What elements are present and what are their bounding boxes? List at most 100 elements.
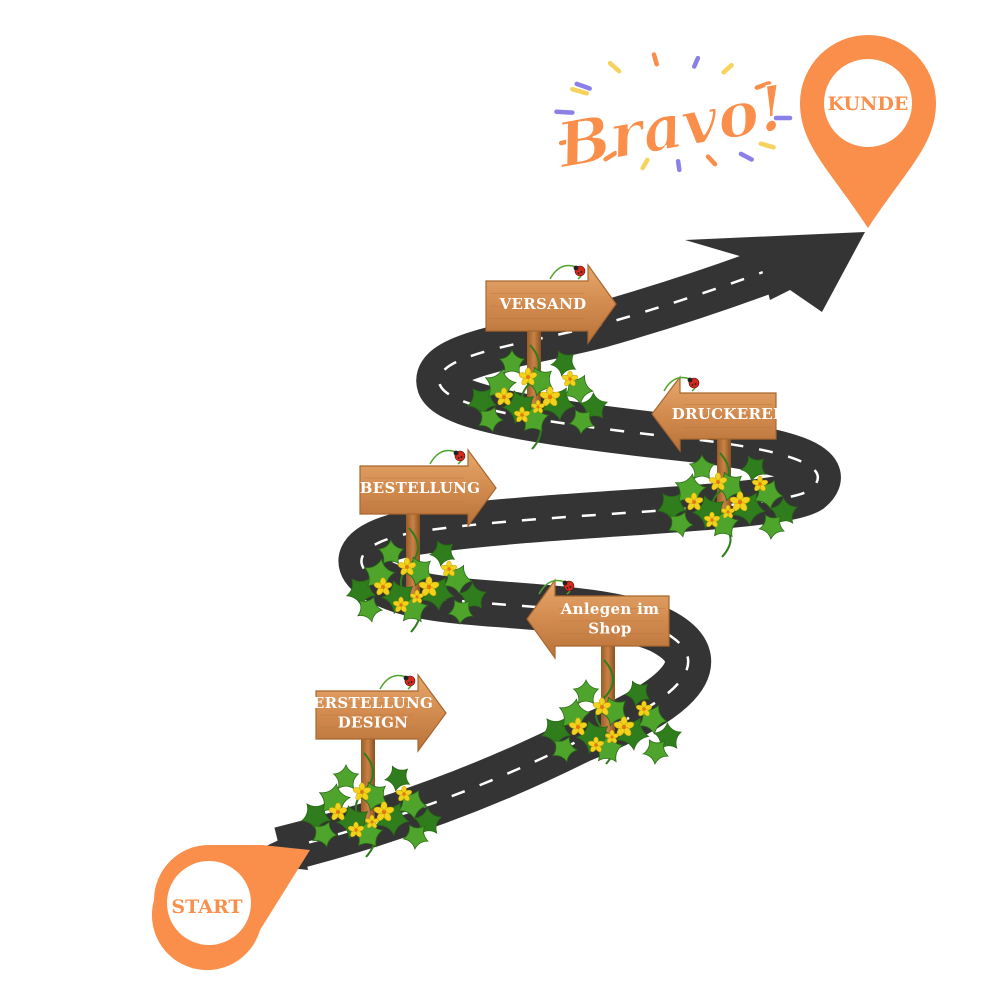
burst-ray (558, 137, 577, 146)
leaf-icon (740, 455, 767, 482)
flower-icon (539, 386, 561, 407)
burst-ray (721, 62, 734, 75)
flower-icon (393, 596, 409, 613)
flower-icon (708, 472, 728, 491)
leaf-icon (353, 817, 384, 848)
flower-icon (352, 782, 372, 801)
signpost-anlegen-im-shop: Anlegen im Shop (526, 578, 683, 766)
road-body (274, 240, 841, 873)
leaf-icon (552, 736, 579, 763)
arrow-sign-right-icon (485, 263, 617, 345)
leaf-icon (519, 402, 550, 433)
foliage-cluster (466, 348, 609, 436)
leaf-icon (642, 739, 669, 766)
leaf-icon (568, 409, 595, 436)
flower-icon (729, 491, 751, 512)
arrow-sign-left-icon (651, 375, 777, 453)
leaf-icon (332, 763, 360, 790)
leaf-icon (758, 514, 785, 541)
burst-ray (554, 109, 575, 115)
sign-label-bestellung-line-1: BESTELLUNG (360, 479, 480, 497)
leaf-icon (668, 511, 695, 538)
leaf-icon (402, 824, 429, 851)
flower-icon (410, 589, 424, 604)
end-pin: KUNDE (800, 35, 936, 228)
leaf-icon (550, 350, 577, 377)
signpost-bestellung: BESTELLUNG (345, 448, 497, 633)
ladybug-icon (403, 675, 416, 687)
ladybug-icon (573, 265, 586, 277)
foliage-cluster (345, 538, 488, 626)
burst-ray (651, 52, 659, 67)
flower-icon (514, 406, 530, 423)
signpost-versand: VERSAND (466, 263, 617, 450)
sign-label-erstellung-design-line-1: ERSTELLUNG (313, 694, 433, 712)
ladybug-icon (687, 377, 700, 389)
arrow-sign-right-icon (359, 448, 497, 528)
foliage-cluster (656, 453, 799, 541)
leaf-icon (624, 680, 651, 707)
sign-label-anlegen-im-shop-line-2: Shop (588, 620, 631, 638)
bravo-celebration: Bravo! (550, 52, 793, 184)
flower-icon (397, 557, 417, 576)
leaf-icon (429, 540, 456, 567)
ladybug-icon (453, 450, 466, 462)
end-pin-label: KUNDE (828, 93, 909, 115)
flower-icon (418, 576, 440, 597)
flower-icon (328, 802, 348, 821)
flower-icon (721, 504, 735, 519)
flower-icon (373, 577, 393, 596)
flower-icon (373, 801, 395, 822)
burst-ray (758, 141, 776, 150)
burst-ray (574, 81, 592, 91)
burst-ray (754, 81, 772, 90)
flower-icon (752, 475, 768, 492)
leaf-icon (484, 368, 517, 401)
pin-hole (167, 861, 251, 945)
foliage-cluster (540, 678, 683, 766)
leaf-icon (674, 473, 707, 506)
flower-icon (562, 370, 578, 387)
burst-ray (640, 157, 650, 171)
flower-icon (518, 367, 538, 386)
flower-icon (704, 511, 720, 528)
burst-ray (607, 60, 622, 74)
flower-icon (684, 492, 704, 511)
start-pin-label: START (171, 896, 242, 918)
signpost-druckerei: DRUCKEREI (651, 375, 799, 558)
leaf-icon (384, 765, 411, 792)
burst-ray (692, 55, 701, 69)
pin-hole (824, 59, 912, 147)
leaf-icon (558, 698, 591, 731)
flower-icon (365, 814, 379, 829)
flower-icon (348, 821, 364, 838)
burst-ray (705, 154, 718, 167)
flower-icon (588, 736, 604, 753)
foliage-cluster (300, 763, 443, 851)
flower-icon (396, 785, 412, 802)
arrow-sign-left-icon (526, 578, 670, 660)
leaf-icon (447, 599, 474, 626)
leaf-icon (398, 592, 429, 623)
leaf-icon (593, 732, 624, 763)
flower-icon (592, 697, 612, 716)
start-pin: START (151, 845, 310, 971)
sign-label-versand-line-1: VERSAND (499, 295, 587, 313)
ladybug-icon (562, 580, 575, 592)
leaf-icon (688, 453, 716, 480)
burst-ray (603, 150, 618, 162)
flower-icon (568, 717, 588, 736)
sign-label-anlegen-im-shop-line-1: Anlegen im (560, 600, 660, 618)
road-arrow-head-icon (685, 232, 865, 312)
celebration-burst-icon (554, 52, 793, 173)
leaf-icon (318, 783, 351, 816)
burst-ray (675, 158, 682, 173)
leaf-icon (478, 406, 505, 433)
leaf-icon (377, 538, 405, 565)
leaf-icon (572, 678, 600, 705)
sign-label-druckerei-line-1: DRUCKEREI (672, 405, 781, 423)
leaf-icon (498, 348, 526, 375)
